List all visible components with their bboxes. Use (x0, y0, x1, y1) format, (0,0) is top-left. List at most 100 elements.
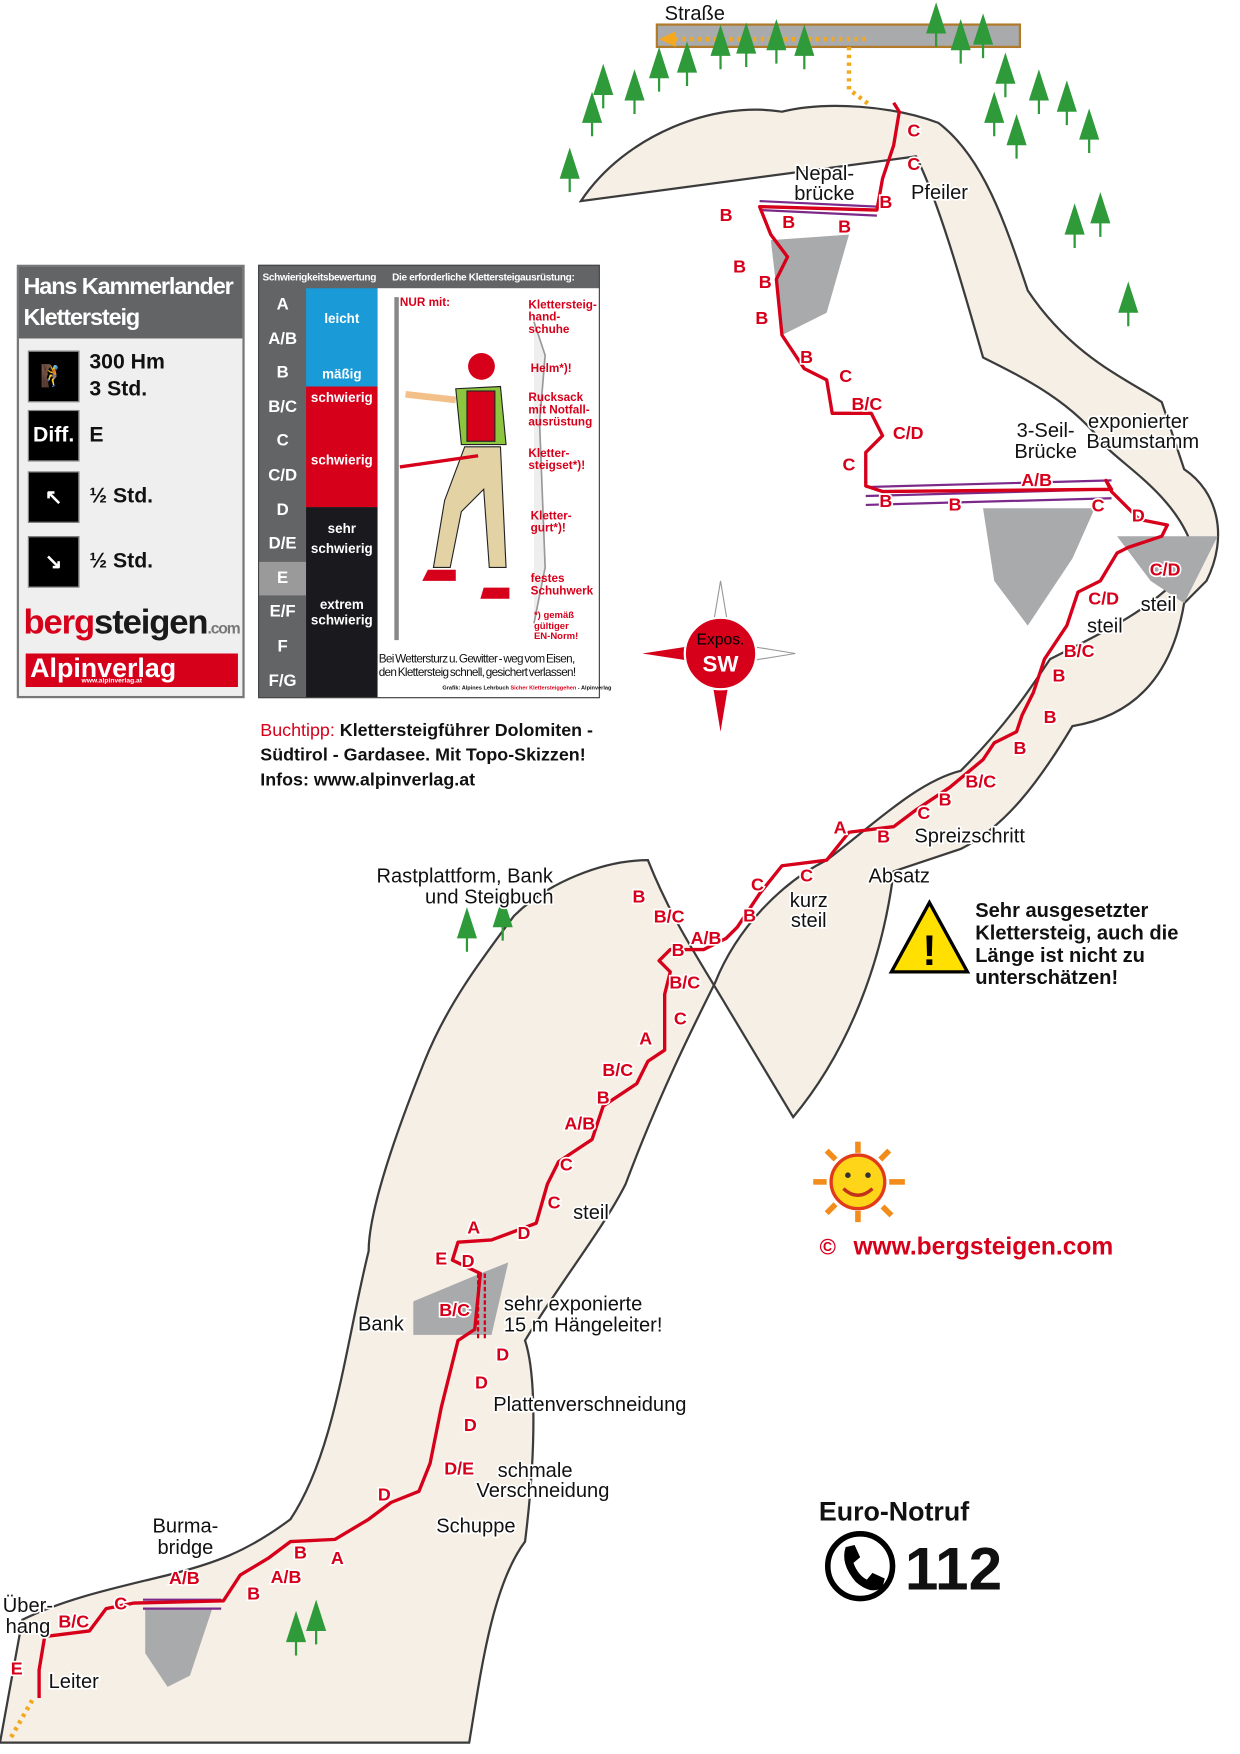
tree-icon (1090, 192, 1111, 237)
topo-annotation: steil (573, 1202, 609, 1224)
topo-annotation: Plattenverschneidung (493, 1394, 686, 1416)
route-grade-label: A/B (271, 1567, 302, 1587)
bergsteigen-logo[interactable]: bergsteigen.com (23, 602, 240, 642)
route-grade-label: C (674, 1008, 687, 1028)
topo-annotation: 15 m Hängeleiter! (504, 1315, 663, 1337)
copyright-symbol: © (820, 1235, 837, 1260)
topo-annotation: sehr exponierte (504, 1293, 643, 1315)
topo-annotation: Spreizschritt (914, 825, 1025, 847)
compass-expos: Expos. (697, 632, 745, 649)
book-tip: Buchtipp: Klettersteigführer Dolomiten -… (260, 719, 593, 793)
compass-sw: SW (703, 651, 740, 676)
route-grade-label: B (879, 491, 892, 511)
route-grade-label: B/C (654, 907, 685, 927)
only-with-label: NUR mit: (399, 296, 451, 310)
tree-icon (492, 895, 513, 941)
climber-icon: 🧗 (27, 350, 80, 403)
topo-annotation: Verschneidung (476, 1480, 609, 1502)
route-grade-label: B/C (965, 772, 996, 792)
warning-text: Sehr ausgesetzter Klettersteig, auch die… (975, 900, 1184, 989)
grade-D: D (276, 499, 289, 519)
grade-B: B (276, 363, 289, 383)
grade-B-C: B/C (268, 397, 298, 417)
route-grade-label: B/C (58, 1612, 89, 1632)
topo-annotation: Nepal- (795, 163, 854, 185)
book-tip-line1: Klettersteigführer Dolomiten - (334, 721, 594, 741)
topo-annotation: steil (1087, 615, 1123, 637)
rock-formations (0, 104, 1220, 1744)
route-grade-label: B (782, 212, 795, 232)
route-grade-label: A/B (169, 1568, 200, 1588)
topo-annotation: Über- (3, 1595, 53, 1617)
route-grade-label: C (907, 154, 920, 174)
tree-icon (984, 91, 1005, 137)
tour-title: Hans Kammerlander Klettersteig (18, 266, 243, 339)
emergency-number[interactable]: 112 (905, 1535, 1002, 1603)
topo-annotation: bridge (158, 1537, 214, 1559)
grade-A: A (276, 294, 289, 314)
route-grade-label: B (800, 347, 813, 367)
route-grade-label: D (496, 1345, 509, 1365)
route-grade-label: C (800, 865, 813, 885)
tree-icon (306, 1599, 327, 1645)
book-tip-label: Buchtipp: (260, 721, 335, 741)
approach-time: ½ Std. (89, 484, 154, 509)
topo-annotation: Brücke (1014, 441, 1077, 463)
route-grade-label: A (639, 1028, 652, 1048)
tree-icon (285, 1610, 307, 1656)
route-grade-label: C (907, 120, 920, 140)
descent-time: ½ Std. (89, 549, 154, 574)
svg-text:!: ! (922, 927, 936, 974)
book-tip-link[interactable]: Infos: www.alpinverlag.at (260, 770, 476, 790)
route-grade-label: A (331, 1548, 344, 1568)
route-grade-label: B (877, 826, 890, 846)
legend-header-grades: Schwierigkeitsbewertung (262, 271, 377, 283)
duration-value: 3 Std. (89, 377, 148, 402)
route-line (37, 101, 1170, 1698)
route-grade-label: B (733, 257, 746, 277)
difficulty-legend: Schwierigkeitsbewertung Die erforderlich… (258, 264, 611, 699)
climber-illustration (394, 297, 546, 641)
tree-icon (1118, 281, 1139, 327)
legend-header-equipment: Die erforderliche Klettersteigausrüstung… (392, 271, 575, 283)
route-grade-label: D (517, 1223, 530, 1243)
copyright-link[interactable]: www.bergsteigen.com (852, 1234, 1113, 1261)
grade-C-D: C/D (268, 465, 298, 485)
grade-F: F (277, 636, 288, 656)
route-grade-label: B/C (602, 1060, 633, 1080)
tree-icon (1006, 113, 1027, 159)
route-grade-label: B (879, 192, 892, 212)
grade-A-B: A/B (268, 329, 298, 349)
route-grade-label: C/D (1088, 588, 1119, 608)
route-grade-label: B (743, 906, 756, 926)
equipment-harness: Kletter-gurt*)! (530, 509, 572, 536)
equipment-gloves: Klettersteig-hand-schuhe (528, 298, 597, 337)
route-grade-label: A/B (1021, 470, 1052, 490)
route-grade-label: B/C (439, 1300, 470, 1320)
tree-icon (456, 907, 478, 952)
topo-annotation: und Steigbuch (425, 887, 553, 909)
topo-annotation: schmale (498, 1460, 573, 1482)
topo-annotation: Pfeiler (911, 182, 968, 204)
route-grade-label: D (475, 1373, 488, 1393)
height-value: 300 Hm (89, 350, 165, 375)
difficulty-badge: Diff. (27, 409, 80, 462)
grade-F-G: F/G (268, 670, 297, 690)
phone-icon (824, 1530, 896, 1602)
topo-annotation: exponierter (1088, 411, 1189, 433)
route-grade-label: C (1092, 496, 1105, 516)
emergency-title: Euro-Notruf (819, 1496, 969, 1526)
topo-annotation: steil (1141, 594, 1177, 616)
tree-icon (676, 41, 698, 87)
route-grade-label: A/B (691, 928, 722, 948)
tree-icon (766, 18, 787, 64)
topo-annotation: Absatz (869, 866, 930, 888)
